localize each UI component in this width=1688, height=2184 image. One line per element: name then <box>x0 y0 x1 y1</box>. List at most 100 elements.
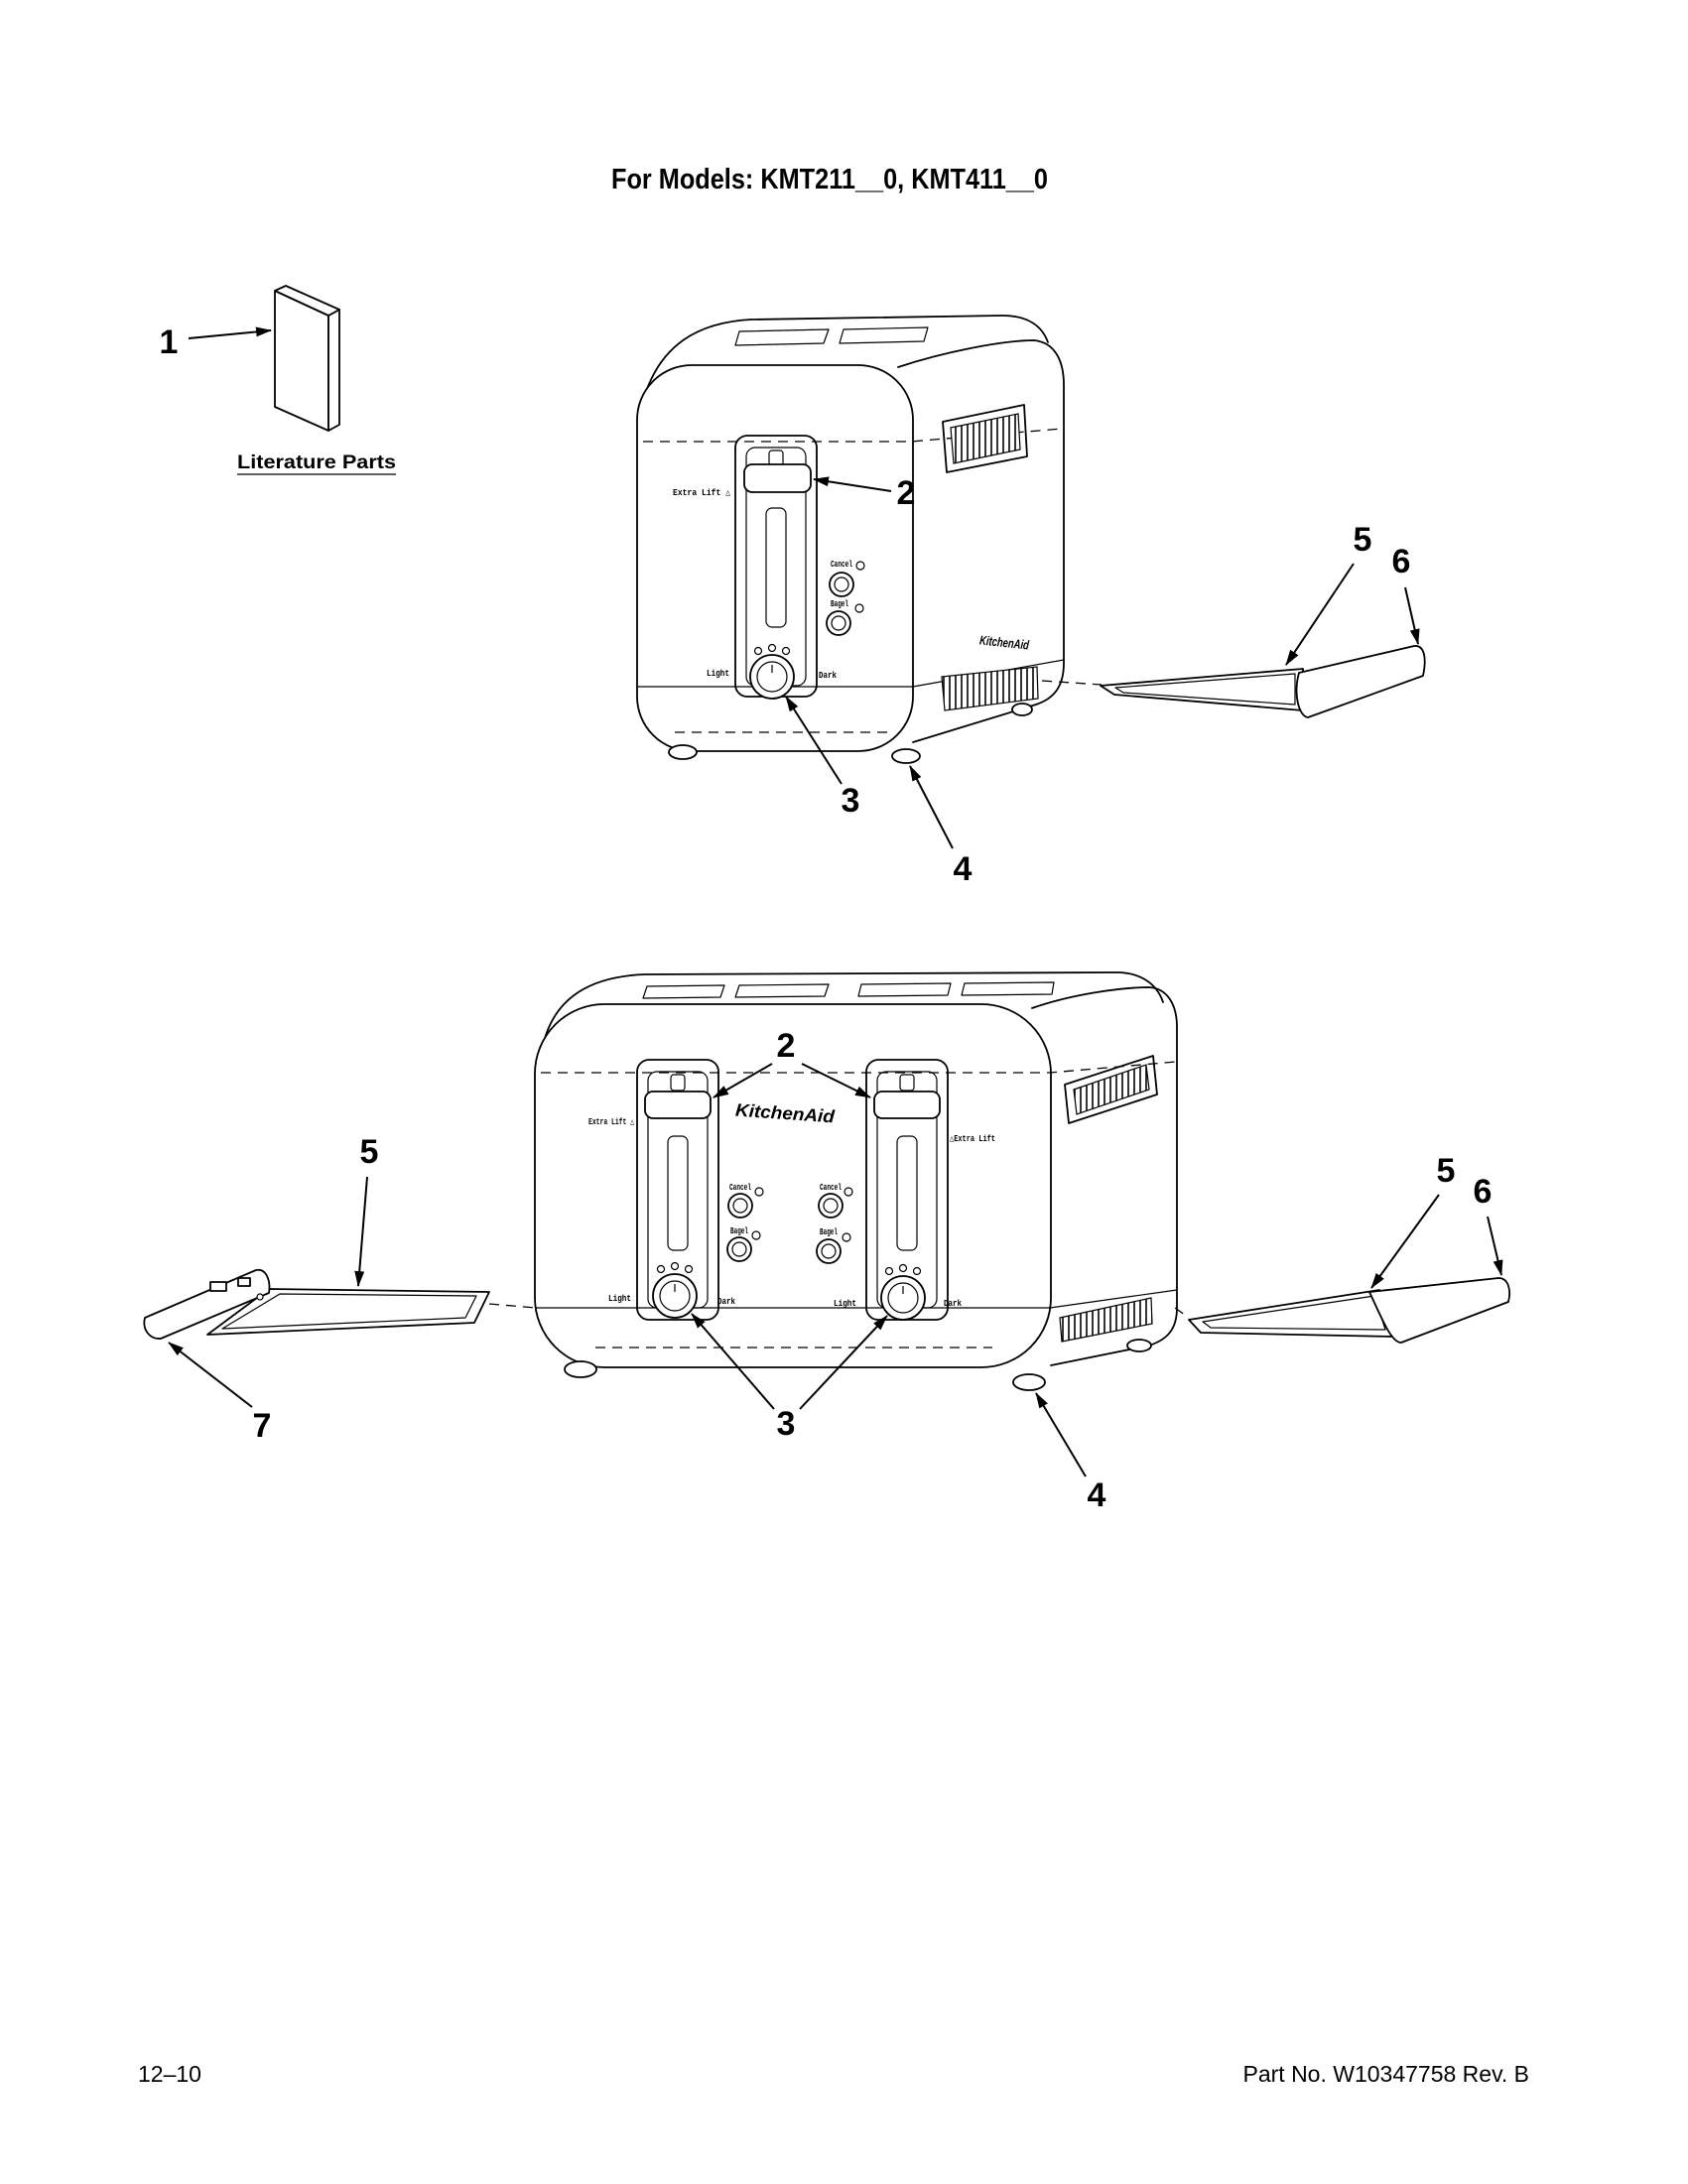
callout-arrow-3 <box>799 1315 888 1410</box>
toaster-side-face <box>1031 986 1178 1366</box>
callout-arrow-5 <box>354 1176 368 1287</box>
literature-parts-label: Literature Parts <box>237 452 396 473</box>
callout-arrow-4 <box>909 765 954 849</box>
extra-lift-label-right: △Extra Lift <box>950 1134 995 1144</box>
bagel-button-face <box>831 615 846 631</box>
crumb-tray-rim <box>221 1293 477 1330</box>
two-slice-toaster: Extra Lift △ Cancel Bagel Light Dark Kit… <box>636 315 1065 764</box>
callout-arrow-5 <box>1370 1194 1440 1289</box>
shade-dot <box>898 1263 908 1273</box>
toaster-top-back-edge <box>646 315 1049 390</box>
carriage-lever-right <box>873 1091 941 1119</box>
callout-6: 6 <box>1474 1173 1493 1211</box>
dark-label-right: Dark <box>944 1299 962 1309</box>
light-label: Light <box>707 669 729 679</box>
crumb-tray-right <box>1188 1277 1511 1344</box>
foot <box>891 748 921 764</box>
toast-slot <box>839 326 929 344</box>
callout-arrow-6 <box>1404 586 1420 645</box>
toaster-top-back-edge <box>543 971 1164 1043</box>
footer-part-number: Part No. W10347758 Rev. B <box>1243 2061 1530 2087</box>
callout-2: 2 <box>777 1027 796 1065</box>
bagel-label: Bagel <box>831 599 848 609</box>
callout-5: 5 <box>360 1133 379 1171</box>
cancel-label: Cancel <box>831 560 852 570</box>
hidden-line <box>541 1061 1177 1074</box>
shade-dot <box>884 1266 894 1276</box>
carriage-lever <box>743 463 812 493</box>
side-vent-frame <box>942 404 1028 473</box>
hinge-pin <box>256 1293 264 1301</box>
cancel-indicator-light <box>844 1187 853 1197</box>
hinge-tab <box>237 1277 251 1287</box>
callout-arrow-2 <box>813 476 892 492</box>
extra-lift-label: Extra Lift △ <box>673 488 731 498</box>
callout-6: 6 <box>1392 543 1411 580</box>
dark-label-left: Dark <box>717 1297 735 1307</box>
bagel-button-right <box>816 1238 842 1264</box>
bagel-label-left: Bagel <box>730 1226 748 1236</box>
lever-track-bezel-left <box>636 1059 719 1321</box>
bagel-button-face <box>731 1241 747 1257</box>
browning-knob-face <box>756 661 788 693</box>
light-label-right: Light <box>834 1299 856 1309</box>
toaster-front-face <box>636 364 914 752</box>
foot <box>668 744 698 760</box>
cancel-button-right <box>818 1193 844 1219</box>
crumb-tray-handle <box>1368 1277 1511 1344</box>
callout-3: 3 <box>777 1405 796 1443</box>
cancel-button-face <box>823 1198 839 1214</box>
toast-slot <box>642 984 725 999</box>
foot <box>564 1360 597 1378</box>
book-spine <box>327 309 340 432</box>
page-title: For Models: KMT211__0, KMT411__0 <box>611 164 1048 195</box>
callout-7: 7 <box>253 1407 272 1445</box>
crumb-tray-left <box>143 1268 490 1340</box>
crumb-tray-plate <box>206 1288 490 1336</box>
browning-knob-face <box>887 1282 919 1314</box>
callout-arrow-4 <box>1035 1392 1087 1477</box>
callout-arrow-2 <box>801 1063 871 1098</box>
crumb-tray <box>1100 645 1426 718</box>
bagel-indicator-light <box>751 1230 761 1240</box>
bagel-label-right: Bagel <box>820 1227 838 1237</box>
shade-dot <box>781 646 791 656</box>
assembly-line <box>1174 1307 1190 1319</box>
lever-slot-right <box>896 1135 918 1251</box>
crumb-tray-opening <box>941 666 1039 711</box>
dark-label: Dark <box>819 671 837 681</box>
toast-slot <box>961 981 1055 996</box>
crumb-tray-rim <box>1114 673 1296 706</box>
bagel-indicator-light <box>842 1232 851 1242</box>
toast-slot <box>857 982 952 997</box>
assembly-line <box>488 1303 537 1309</box>
callout-arrow-5 <box>1285 563 1355 666</box>
cancel-label-right: Cancel <box>820 1183 842 1193</box>
hidden-line <box>643 428 1063 443</box>
shade-dot <box>684 1264 694 1274</box>
footer-date: 12–10 <box>138 2061 201 2087</box>
side-vent-grille <box>950 413 1021 464</box>
four-slice-toaster: KitchenAid Extra Lift △ △Extra Lift Canc… <box>534 971 1178 1391</box>
lever-stop-right <box>899 1074 915 1092</box>
cancel-button-face <box>732 1198 748 1214</box>
shade-dot <box>670 1261 680 1271</box>
bagel-button <box>826 610 851 636</box>
callout-arrow-1 <box>188 326 272 339</box>
cancel-indicator-light <box>754 1187 764 1197</box>
brand-logo: KitchenAid <box>978 632 1030 652</box>
shade-dot <box>912 1266 922 1276</box>
bagel-indicator-light <box>854 603 864 613</box>
lever-slot <box>765 507 787 628</box>
carriage-lever-left <box>644 1091 712 1119</box>
bagel-button-face <box>821 1243 837 1259</box>
callout-5: 5 <box>1437 1152 1456 1190</box>
lever-slot-left <box>667 1135 689 1251</box>
cancel-label-left: Cancel <box>729 1183 751 1193</box>
shade-dot <box>656 1264 666 1274</box>
callout-arrow-7 <box>168 1342 253 1408</box>
shade-dot <box>767 643 777 653</box>
book-top <box>274 285 340 317</box>
callout-arrow-3 <box>691 1313 775 1410</box>
